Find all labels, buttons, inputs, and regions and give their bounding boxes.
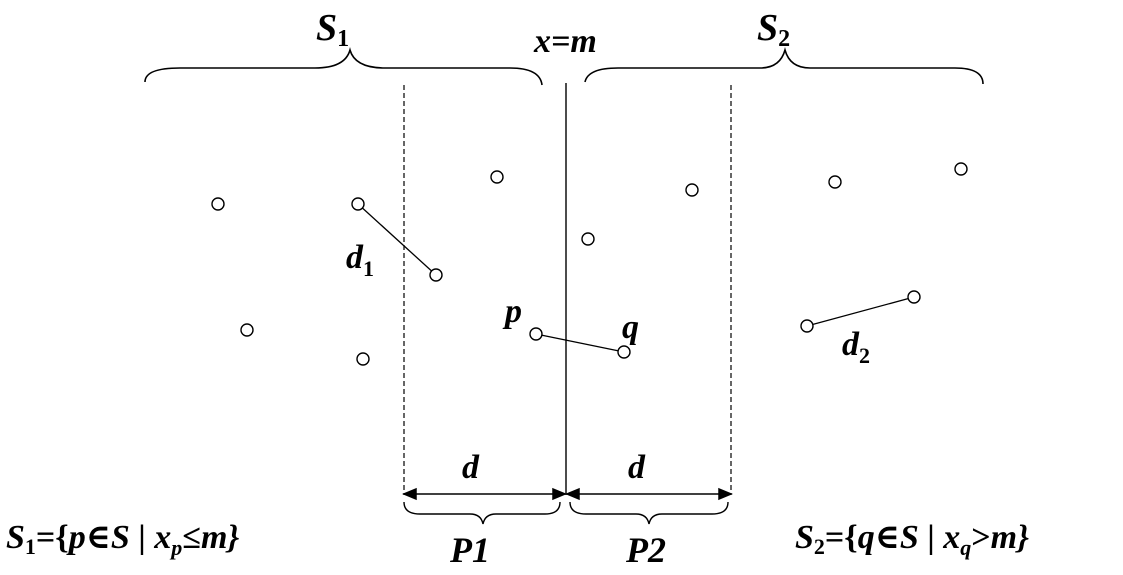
label-divider: x=m [533, 23, 597, 60]
arrowhead [402, 487, 417, 501]
label-width-right: d [628, 449, 646, 486]
edge-d1 [357, 203, 437, 276]
label-q: q [622, 309, 639, 346]
label-p1: P1 [449, 530, 490, 570]
label-d2: d2 [842, 326, 870, 368]
brace-p1 [403, 501, 561, 525]
point [581, 232, 595, 246]
point [490, 170, 504, 184]
point [429, 268, 443, 282]
label-width-left: d [462, 449, 480, 486]
point [356, 352, 370, 366]
point [828, 175, 842, 189]
point-p [529, 327, 543, 341]
arrowhead [552, 487, 567, 501]
brace-p2 [569, 501, 729, 525]
point [351, 197, 365, 211]
point [954, 162, 968, 176]
label-p: p [502, 293, 522, 330]
arrowhead [565, 487, 580, 501]
arrowhead [718, 487, 733, 501]
label-p2: P2 [625, 530, 666, 570]
label-s1: S1 [316, 7, 349, 52]
point [685, 183, 699, 197]
label-s2: S2 [757, 7, 790, 52]
point [800, 319, 814, 333]
brace-s1 [144, 47, 543, 86]
label-d1: d1 [346, 239, 374, 281]
point [240, 323, 254, 337]
definition-s2: S2={q∈S | xq>m} [795, 519, 1029, 560]
edge-d2 [806, 296, 915, 327]
brace-s2 [584, 47, 984, 85]
edge-pq [535, 333, 625, 353]
point-q [617, 345, 631, 359]
definition-s1: S1={p∈S | xp≤m} [6, 519, 239, 560]
point [211, 197, 225, 211]
point [907, 290, 921, 304]
